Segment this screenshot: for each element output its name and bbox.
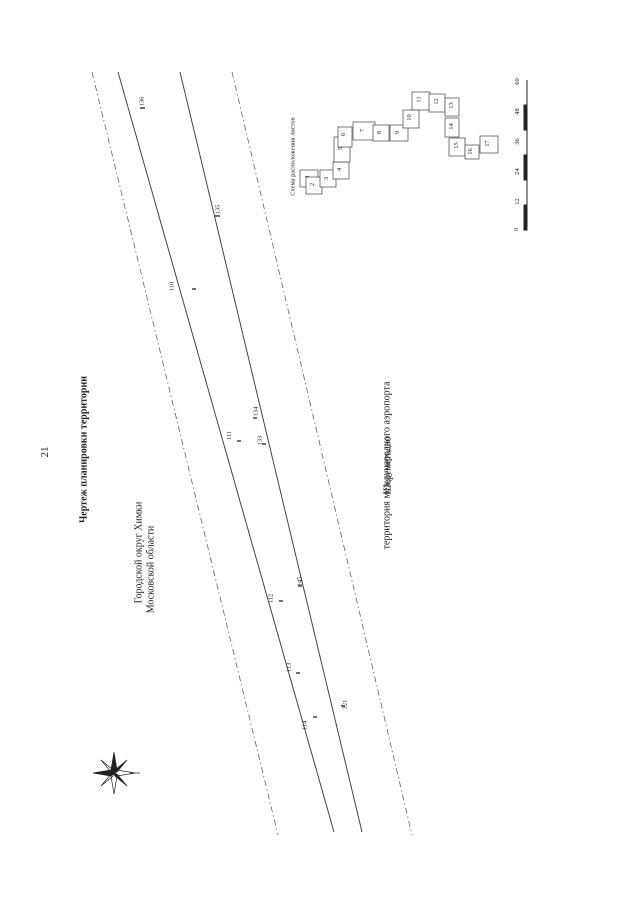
boundary-line-2 xyxy=(231,71,413,836)
sheet-10: 10 xyxy=(405,114,413,121)
route-line-2 xyxy=(179,71,363,833)
scale-label-24: 24 xyxy=(513,168,521,175)
sheet-8: 8 xyxy=(376,130,384,135)
point-112: 112 xyxy=(267,593,275,604)
point-111: 111 xyxy=(226,430,234,441)
sheet-14: 14 xyxy=(447,123,455,130)
scale-label-0: 0 xyxy=(513,227,521,232)
scale-label-48: 48 xyxy=(513,108,521,115)
scale-bar xyxy=(523,80,528,231)
point-135: 135 xyxy=(214,204,222,215)
point-134: 134 xyxy=(252,406,260,417)
boundary-line-1 xyxy=(91,71,279,836)
point-121: 121 xyxy=(341,699,349,710)
sheet-7: 7 xyxy=(359,128,367,133)
sheet-6: 6 xyxy=(340,132,348,137)
sheet-9: 9 xyxy=(394,130,402,135)
sheet-2: 2 xyxy=(309,182,317,187)
scale-label-36: 36 xyxy=(513,138,521,145)
point-114: 114 xyxy=(301,720,309,731)
point-136: 136 xyxy=(138,96,146,107)
sheet-5: 5 xyxy=(337,146,345,151)
compass-rose xyxy=(92,751,140,795)
sheet-scheme xyxy=(299,91,499,195)
scale-label-12: 12 xyxy=(513,198,521,205)
sheet-3: 3 xyxy=(323,176,331,181)
point-110: 110 xyxy=(168,281,176,292)
point-145: 145 xyxy=(296,576,304,587)
sheet-17: 17 xyxy=(483,140,491,147)
sheet-12: 12 xyxy=(432,98,440,105)
point-133: 133 xyxy=(256,435,264,446)
sheet-16: 16 xyxy=(466,148,474,155)
sheet-4: 4 xyxy=(336,167,344,172)
sheet-15: 15 xyxy=(452,142,460,149)
point-113: 113 xyxy=(285,662,293,673)
scale-label-60: 60 xyxy=(513,78,521,85)
sheet-11: 11 xyxy=(415,96,423,103)
sheet-1: 1 xyxy=(304,174,312,179)
route-line-1 xyxy=(117,71,335,833)
sheet-13: 13 xyxy=(447,102,455,109)
